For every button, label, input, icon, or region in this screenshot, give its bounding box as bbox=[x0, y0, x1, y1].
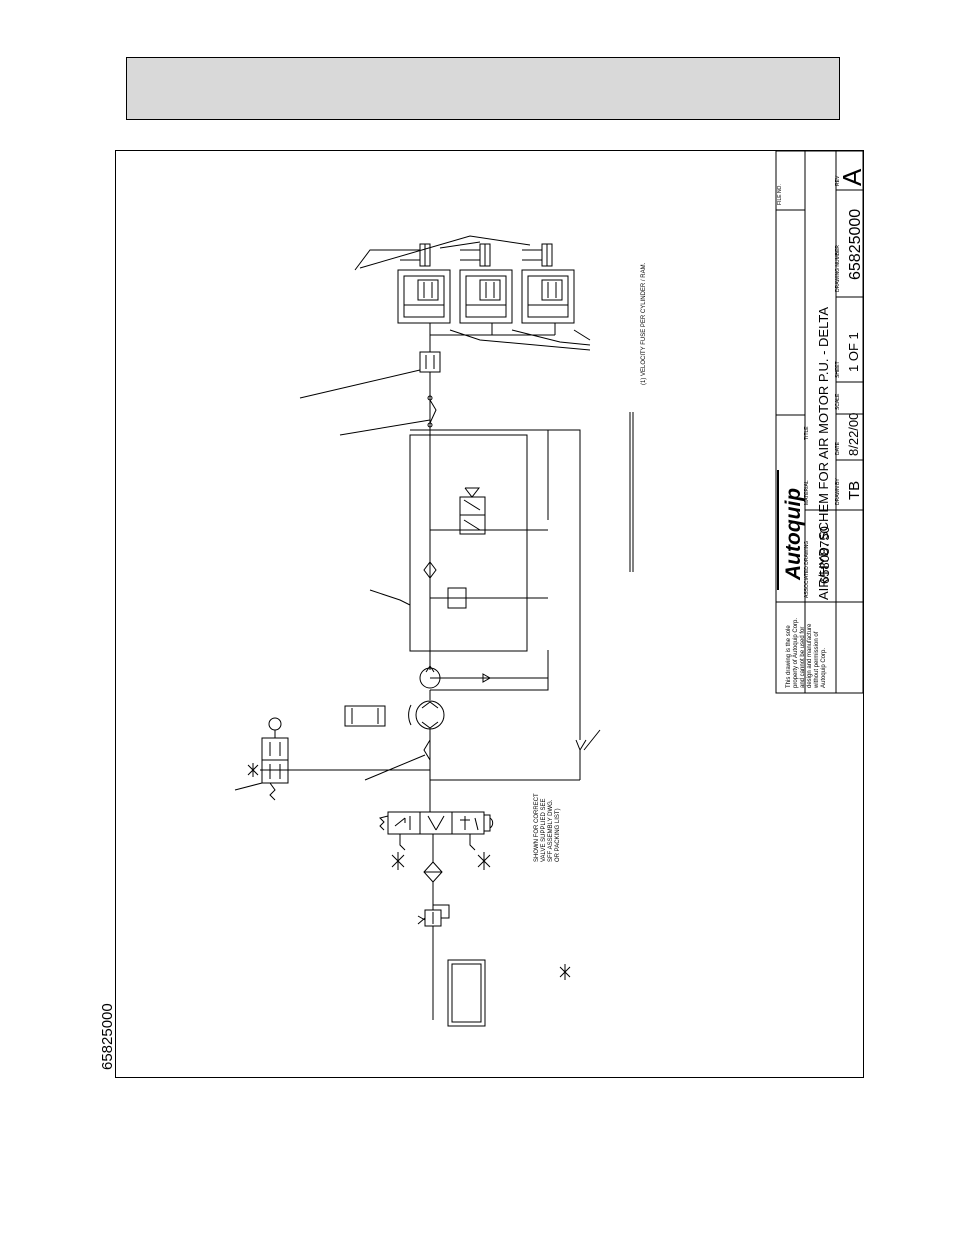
pushbutton-valve bbox=[234, 717, 289, 801]
power-unit-reservoir bbox=[369, 429, 549, 691]
shown-note-line-2: VALVE SUPPLIED SEE bbox=[541, 799, 547, 862]
label-scale: SCALE bbox=[835, 393, 841, 410]
label-drawn-by: DRAWN BY bbox=[835, 478, 841, 505]
pump-and-air-motor bbox=[344, 665, 548, 781]
label-sheet: SHEET bbox=[835, 361, 841, 378]
shown-note-line-1: SHOWN FOR CORRECT bbox=[534, 793, 540, 862]
side-drawing-number: 65825000 bbox=[99, 1003, 116, 1070]
label-title: TITLE bbox=[804, 426, 810, 440]
shown-note-line-3: SFF ASSEMBLY DWG. bbox=[548, 799, 554, 862]
proprietary-line-4: design and manufacture bbox=[807, 623, 813, 688]
title-block: Autoquip FILE NO. TITLE ASSOCIATED DRAWI… bbox=[775, 150, 867, 694]
rev-value: A bbox=[837, 168, 867, 186]
filter-regulator bbox=[417, 834, 450, 1020]
label-material: MATERIAL bbox=[804, 480, 810, 505]
company-logo: Autoquip bbox=[782, 488, 805, 581]
velocity-fuse-blocks bbox=[397, 269, 591, 351]
label-date: DATE bbox=[835, 441, 841, 455]
label-drawing-number: DRAWING NUMBER bbox=[835, 245, 841, 292]
proprietary-line-6: Autoquip Corp. bbox=[821, 648, 827, 688]
shown-for-correct-note: SHOWN FOR CORRECT VALVE SUPPLIED SEE SFF… bbox=[534, 793, 561, 862]
label-ref-drawing: ASSOCIATED DRAWING bbox=[804, 541, 810, 598]
proprietary-line-3: and cannot be used for bbox=[800, 627, 806, 688]
label-file-no: FILE NO. bbox=[777, 184, 783, 205]
main-hydraulic-line bbox=[299, 335, 441, 670]
velocity-fuse-note: (1) VELOCITY FUSE PER CYLINDER / RAM. bbox=[641, 262, 647, 385]
label-rev: REV bbox=[835, 175, 841, 186]
proprietary-line-2: property of Autoquip Corp. bbox=[793, 618, 799, 688]
drawing-title: AIR/HYD. SCHEM FOR AIR MOTOR P.U. - DELT… bbox=[816, 307, 831, 600]
header-band bbox=[126, 57, 840, 120]
directional-air-valve bbox=[379, 811, 494, 870]
ref-drawing-number: 65808750 bbox=[817, 526, 832, 584]
air-source-box bbox=[447, 959, 486, 1027]
drawn-by-value: TB bbox=[846, 481, 863, 500]
legend-asterisk bbox=[559, 964, 571, 980]
lift-cylinders bbox=[354, 235, 553, 271]
sheet-value: 1 OF 1 bbox=[846, 332, 861, 372]
proprietary-line-1: This drawing is the sole bbox=[786, 625, 792, 688]
shown-note-line-4: OR PACKING LIST) bbox=[555, 808, 561, 862]
proprietary-line-5: without permission of bbox=[814, 631, 820, 689]
note-separator-line bbox=[629, 412, 634, 572]
drawing-number-value: 65825000 bbox=[847, 209, 864, 280]
date-value: 8/22/00 bbox=[846, 413, 861, 456]
